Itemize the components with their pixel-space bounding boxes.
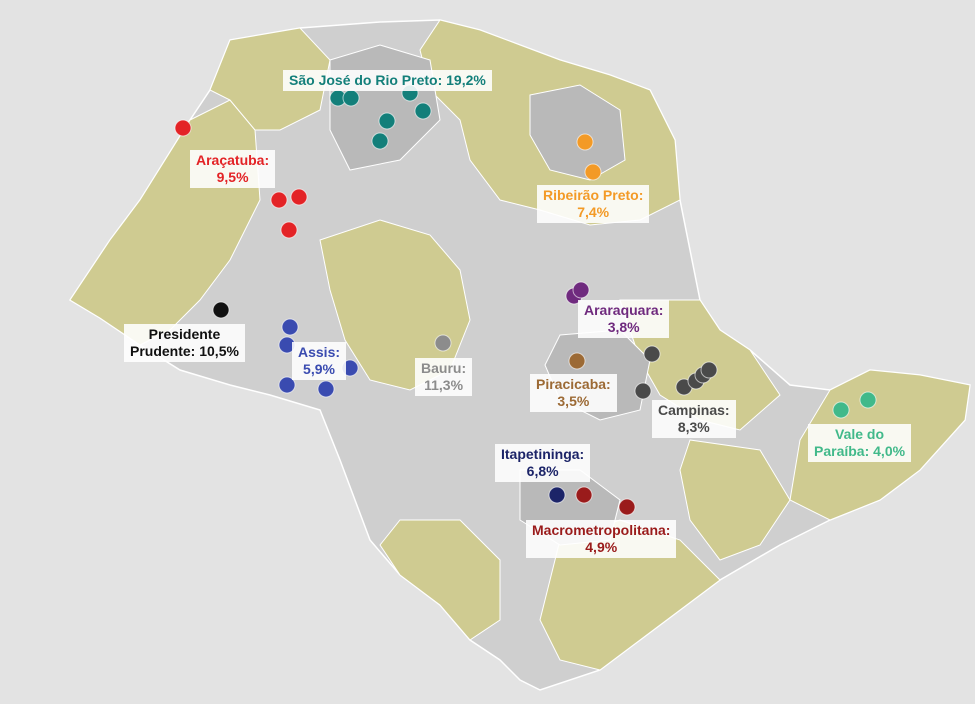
label-ribeirao-preto: Ribeirão Preto: 7,4% bbox=[537, 185, 650, 223]
label-presidente-prudente: Presidente Prudente: 10,5% bbox=[124, 324, 245, 362]
marker-vale-1 bbox=[859, 391, 877, 409]
label-bauru: Bauru: 11,3% bbox=[415, 358, 473, 396]
marker-sjrp-3 bbox=[414, 102, 432, 120]
label-line1: Assis: bbox=[298, 344, 341, 360]
label-line1: Piracicaba: bbox=[536, 376, 611, 392]
map-region-southwest bbox=[379, 519, 501, 641]
marker-aracatuba-0 bbox=[174, 119, 192, 137]
label-line1: Macrometropolitana: bbox=[532, 522, 671, 538]
label-line2: 6,8% bbox=[526, 463, 559, 479]
label-line2: 7,4% bbox=[577, 204, 610, 220]
label-araraquara: Araraquara: 3,8% bbox=[578, 300, 670, 338]
marker-bauru-0 bbox=[434, 334, 452, 352]
map-region-northwest bbox=[209, 27, 331, 131]
marker-macro-0 bbox=[575, 486, 593, 504]
points-layer bbox=[174, 84, 877, 516]
label-line2: 5,9% bbox=[303, 361, 335, 377]
marker-aracatuba-3 bbox=[280, 221, 298, 239]
label-line1: Vale do bbox=[835, 426, 885, 442]
marker-assis-0 bbox=[281, 318, 299, 336]
label-assis: Assis: 5,9% bbox=[292, 342, 347, 380]
marker-sjrp-4 bbox=[378, 112, 396, 130]
label-line1: Araraquara: bbox=[584, 302, 664, 318]
marker-piracicaba-0 bbox=[568, 352, 586, 370]
map-region-southeast bbox=[679, 439, 791, 561]
marker-ribeirao-1 bbox=[584, 163, 602, 181]
label-line1: Bauru: bbox=[421, 360, 467, 376]
marker-araraquara-1 bbox=[572, 281, 590, 299]
label-macrometropolitana: Macrometropolitana: 4,9% bbox=[526, 520, 677, 558]
map-region-gray-ribeirao bbox=[529, 84, 626, 181]
label-line2: 3,8% bbox=[607, 319, 640, 335]
label-line1: Ribeirão Preto: bbox=[543, 187, 644, 203]
label-aracatuba: Araçatuba: 9,5% bbox=[190, 150, 276, 188]
label-line2: Prudente: 10,5% bbox=[130, 343, 239, 359]
marker-campinas-1 bbox=[634, 382, 652, 400]
label-campinas: Campinas: 8,3% bbox=[652, 400, 736, 438]
label-line1: Campinas: bbox=[658, 402, 730, 418]
label-sao-jose-do-rio-preto: São José do Rio Preto: 19,2% bbox=[283, 70, 492, 91]
label-line1: Araçatuba: bbox=[196, 152, 270, 168]
label-line2: 4,9% bbox=[585, 539, 618, 555]
marker-campinas-0 bbox=[643, 345, 661, 363]
marker-prudente-0 bbox=[212, 301, 230, 319]
label-piracicaba: Piracicaba: 3,5% bbox=[530, 374, 617, 412]
marker-ribeirao-0 bbox=[576, 133, 594, 151]
label-itapetininga: Itapetininga: 6,8% bbox=[495, 444, 591, 482]
marker-sjrp-1 bbox=[342, 89, 360, 107]
marker-aracatuba-1 bbox=[270, 191, 288, 209]
label-line2: 8,3% bbox=[677, 419, 710, 435]
marker-itapetininga-0 bbox=[548, 486, 566, 504]
marker-assis-3 bbox=[278, 376, 296, 394]
marker-campinas-5 bbox=[700, 361, 718, 379]
label-line1: São José do Rio Preto: 19,2% bbox=[289, 72, 486, 88]
label-line1: Itapetininga: bbox=[501, 446, 585, 462]
marker-sjrp-5 bbox=[371, 132, 389, 150]
marker-vale-0 bbox=[832, 401, 850, 419]
marker-aracatuba-2 bbox=[290, 188, 308, 206]
label-line2: 3,5% bbox=[557, 393, 590, 409]
label-line2: 9,5% bbox=[216, 169, 249, 185]
marker-assis-4 bbox=[317, 380, 335, 398]
label-line2: 11,3% bbox=[424, 377, 464, 393]
label-line2: Paraíba: 4,0% bbox=[814, 443, 906, 459]
marker-macro-1 bbox=[618, 498, 636, 516]
label-vale-do-paraiba: Vale do Paraíba: 4,0% bbox=[808, 424, 912, 462]
label-line1: Presidente bbox=[148, 326, 221, 342]
